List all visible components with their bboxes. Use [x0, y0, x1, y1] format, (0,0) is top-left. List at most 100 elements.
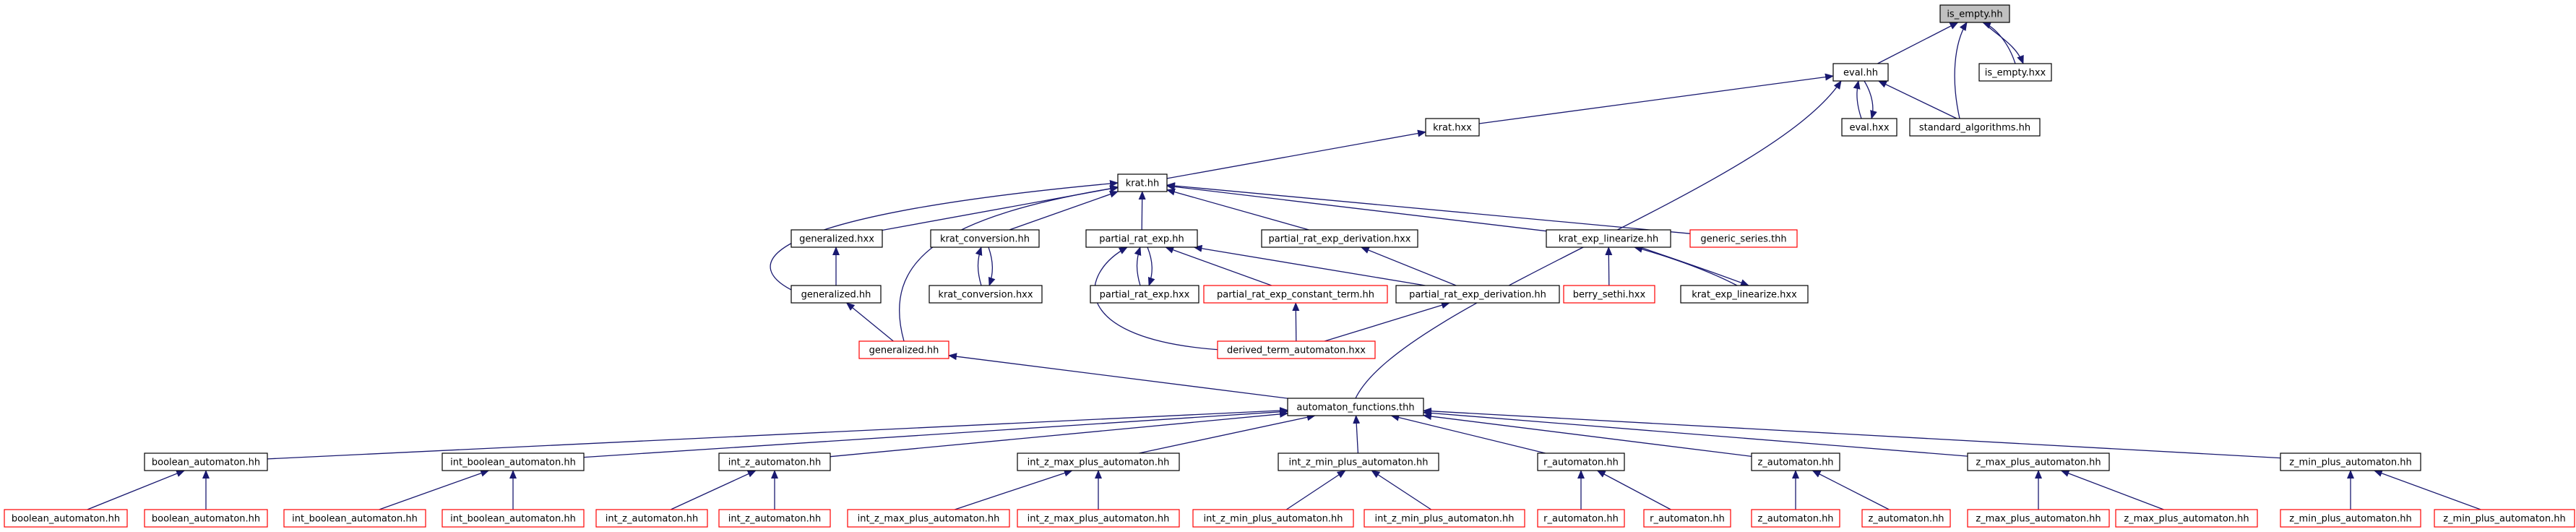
node-z-max-plus-automaton-hh[interactable]: z_max_plus_automaton.hh: [1967, 452, 2110, 471]
edge-leaf_int_z_1-to-int_z_automaton_hh: [670, 470, 757, 510]
node-box: [1203, 285, 1388, 304]
node-int-z-min-plus-automaton-hh[interactable]: int_z_min_plus_automaton.hh: [1278, 452, 1439, 471]
edge-automaton_functions_thh-to-generalized_hh_b: [948, 353, 1288, 399]
node-eval-hxx[interactable]: eval.hxx: [1841, 118, 1897, 137]
node-box: [1261, 229, 1418, 248]
edge-generalized_hh_b-to-generalized_hh_a: [845, 302, 894, 342]
node-box: [1861, 509, 1951, 528]
edge-partial_rat_exp_derivation_hh-to-partial_rat_exp_derivation_hxx: [1360, 246, 1457, 286]
edge-derived_term_automaton_hxx-to-partial_rat_exp_hh: [1094, 246, 1222, 351]
node-leaf-r-2[interactable]: r_automaton.hh: [1643, 509, 1731, 528]
node-int-z-automaton-hh[interactable]: int_z_automaton.hh: [718, 452, 831, 471]
node-krat-exp-linearize-hh[interactable]: krat_exp_linearize.hh: [1546, 229, 1671, 248]
node-leaf-r-1[interactable]: r_automaton.hh: [1537, 509, 1625, 528]
node-box: [1751, 509, 1840, 528]
node-leaf-boolean-2[interactable]: boolean_automaton.hh: [144, 509, 268, 528]
node-box: [1909, 118, 2041, 137]
node-partial-rat-exp-derivation-hxx[interactable]: partial_rat_exp_derivation.hxx: [1261, 229, 1418, 248]
node-krat-conversion-hxx[interactable]: krat_conversion.hxx: [929, 285, 1043, 304]
node-is-empty-hh[interactable]: is_empty.hh: [1939, 4, 2010, 23]
edge-eval_hh-to-is_empty_hh: [1877, 22, 1959, 64]
node-r-automaton-hh[interactable]: r_automaton.hh: [1537, 452, 1625, 471]
edge-int_z_automaton_hh-to-automaton_functions_thh: [830, 410, 1288, 458]
edge-krat_exp_linearize_hxx-to-krat_exp_linearize_hh: [1634, 245, 1738, 286]
node-label: int_z_max_plus_automaton.hh: [1028, 514, 1170, 525]
node-int-boolean-automaton-hh[interactable]: int_boolean_automaton.hh: [441, 452, 585, 471]
node-krat-conversion-hh[interactable]: krat_conversion.hh: [930, 229, 1040, 248]
node-int-z-max-plus-automaton-hh[interactable]: int_z_max_plus_automaton.hh: [1017, 452, 1180, 471]
edge-krat_hh-to-krat_hxx: [1166, 129, 1426, 179]
node-box: [1689, 229, 1798, 248]
node-derived-term-automaton-hxx[interactable]: derived_term_automaton.hxx: [1217, 340, 1376, 359]
node-z-min-plus-automaton-hh[interactable]: z_min_plus_automaton.hh: [2280, 452, 2421, 471]
node-box: [791, 285, 882, 304]
node-box: [1364, 509, 1525, 528]
node-box: [1939, 4, 2010, 23]
node-box: [1017, 452, 1180, 471]
node-boolean-automaton-hh[interactable]: boolean_automaton.hh: [144, 452, 268, 471]
node-box: [1751, 452, 1840, 471]
node-leaf-int-boolean-1[interactable]: int_boolean_automaton.hh: [283, 509, 426, 528]
edge-leaf_z_2-to-z_automaton_hh: [1812, 470, 1890, 510]
node-krat-exp-linearize-hxx[interactable]: krat_exp_linearize.hxx: [1680, 285, 1809, 304]
edge-leaf_int_z_max_1-to-int_z_max_plus_automaton_hh: [954, 469, 1073, 510]
node-leaf-int-z-min-2[interactable]: int_z_min_plus_automaton.hh: [1364, 509, 1525, 528]
node-leaf-z-min-2[interactable]: z_min_plus_automaton.hh: [2434, 509, 2575, 528]
node-box: [1017, 509, 1180, 528]
edge-is_empty_hh-to-is_empty_hxx: [1982, 22, 2016, 64]
node-leaf-z-1[interactable]: z_automaton.hh: [1751, 509, 1840, 528]
node-box: [1967, 452, 2110, 471]
node-leaf-z-2[interactable]: z_automaton.hh: [1861, 509, 1951, 528]
node-partial-rat-exp-hh[interactable]: partial_rat_exp.hh: [1085, 229, 1198, 248]
node-is-empty-hxx[interactable]: is_empty.hxx: [1978, 63, 2052, 82]
node-partial-rat-exp-hxx[interactable]: partial_rat_exp.hxx: [1090, 285, 1199, 304]
node-label: int_boolean_automaton.hh: [450, 514, 576, 525]
edges-layer: [87, 22, 2481, 510]
node-leaf-z-min-1[interactable]: z_min_plus_automaton.hh: [2280, 509, 2421, 528]
node-label: partial_rat_exp_derivation.hxx: [1269, 234, 1411, 245]
node-leaf-int-z-1[interactable]: int_z_automaton.hh: [595, 509, 708, 528]
node-label: partial_rat_exp_derivation.hh: [1409, 290, 1546, 301]
node-z-automaton-hh[interactable]: z_automaton.hh: [1751, 452, 1840, 471]
node-standard-algorithms-hh[interactable]: standard_algorithms.hh: [1909, 118, 2041, 137]
node-label: generic_series.thh: [1700, 234, 1786, 245]
node-leaf-int-boolean-2[interactable]: int_boolean_automaton.hh: [441, 509, 585, 528]
edge-leaf_int_z_min_2-to-int_z_min_plus_automaton_hh: [1371, 470, 1432, 510]
edge-z_max_plus_automaton_hh-to-automaton_functions_thh: [1423, 409, 1968, 457]
edge-krat_exp_linearize_hh-to-krat_hh: [1166, 183, 1547, 232]
node-partial-rat-exp-derivation-hh[interactable]: partial_rat_exp_derivation.hh: [1395, 285, 1560, 304]
node-label: z_max_plus_automaton.hh: [1976, 514, 2101, 525]
edge-krat_hxx-to-eval_hh: [1478, 73, 1834, 124]
node-generic-series-thh[interactable]: generic_series.thh: [1689, 229, 1798, 248]
node-label: krat_exp_linearize.hh: [1559, 234, 1658, 245]
node-label: z_automaton.hh: [1868, 514, 1944, 525]
node-leaf-z-max-1[interactable]: z_max_plus_automaton.hh: [1967, 509, 2110, 528]
node-automaton-functions-thh[interactable]: automaton_functions.thh: [1287, 398, 1424, 416]
node-leaf-int-z-max-1[interactable]: int_z_max_plus_automaton.hh: [847, 509, 1010, 528]
node-label: boolean_automaton.hh: [152, 458, 260, 468]
node-box: [441, 452, 585, 471]
node-partial-rat-exp-constant-term-hh[interactable]: partial_rat_exp_constant_term.hh: [1203, 285, 1388, 304]
node-leaf-z-max-2[interactable]: z_max_plus_automaton.hh: [2115, 509, 2258, 528]
node-box: [1832, 63, 1889, 82]
node-leaf-boolean-1[interactable]: boolean_automaton.hh: [4, 509, 128, 528]
node-box: [858, 340, 949, 359]
node-eval-hh[interactable]: eval.hh: [1832, 63, 1889, 82]
node-generalized-hh-b[interactable]: generalized.hh: [858, 340, 949, 359]
node-label: automaton_functions.thh: [1296, 403, 1414, 413]
node-berry-sethi-hxx[interactable]: berry_sethi.hxx: [1563, 285, 1655, 304]
node-krat-hh[interactable]: krat.hh: [1117, 173, 1168, 192]
node-label: partial_rat_exp_constant_term.hh: [1217, 290, 1374, 301]
node-leaf-int-z-2[interactable]: int_z_automaton.hh: [718, 509, 831, 528]
node-generalized-hxx[interactable]: generalized.hxx: [791, 229, 883, 248]
node-leaf-int-z-min-1[interactable]: int_z_min_plus_automaton.hh: [1192, 509, 1354, 528]
node-generalized-hh-a[interactable]: generalized.hh: [791, 285, 882, 304]
node-box: [718, 452, 831, 471]
edge-leaf_int_boolean_1-to-int_boolean_automaton_hh: [379, 469, 490, 510]
edge-int_z_max_plus_automaton_hh-to-automaton_functions_thh: [1139, 413, 1316, 454]
node-leaf-int-z-max-2[interactable]: int_z_max_plus_automaton.hh: [1017, 509, 1180, 528]
node-box: [847, 509, 1010, 528]
node-box: [1425, 118, 1480, 137]
node-label: boolean_automaton.hh: [152, 514, 260, 525]
node-krat-hxx[interactable]: krat.hxx: [1425, 118, 1480, 137]
